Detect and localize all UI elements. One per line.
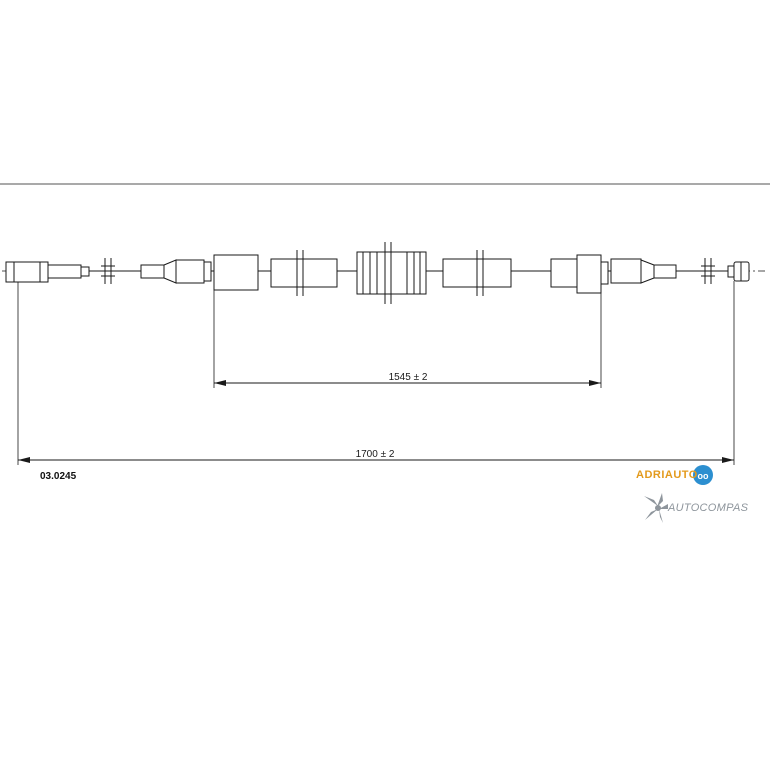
center-grommet <box>356 242 427 304</box>
dimension-1545: 1545 ± 2 <box>214 372 601 386</box>
watermark-star-icon <box>644 493 668 523</box>
right-sleeve <box>610 258 677 284</box>
brand-logo-badge: oo <box>693 465 713 485</box>
svg-text:oo: oo <box>698 471 709 481</box>
left-break-mark <box>101 258 115 284</box>
part-number: 03.0245 <box>40 471 77 482</box>
dimension-1700: 1700 ± 2 <box>18 449 734 463</box>
brand-logo: ADRIAUTO <box>636 469 698 481</box>
right-end-fitting <box>727 261 750 282</box>
left-ferrule <box>213 254 259 291</box>
left-sleeve <box>140 259 212 284</box>
watermark: AUTOCOMPAS <box>668 502 749 514</box>
dimension-1700-label: 1700 ± 2 <box>356 449 395 460</box>
right-center-sleeve <box>442 250 512 296</box>
right-ferrule <box>550 254 609 294</box>
dimension-1545-label: 1545 ± 2 <box>389 372 428 383</box>
left-center-sleeve <box>270 250 338 296</box>
right-break-mark <box>701 258 715 284</box>
left-end-fitting <box>5 261 90 283</box>
